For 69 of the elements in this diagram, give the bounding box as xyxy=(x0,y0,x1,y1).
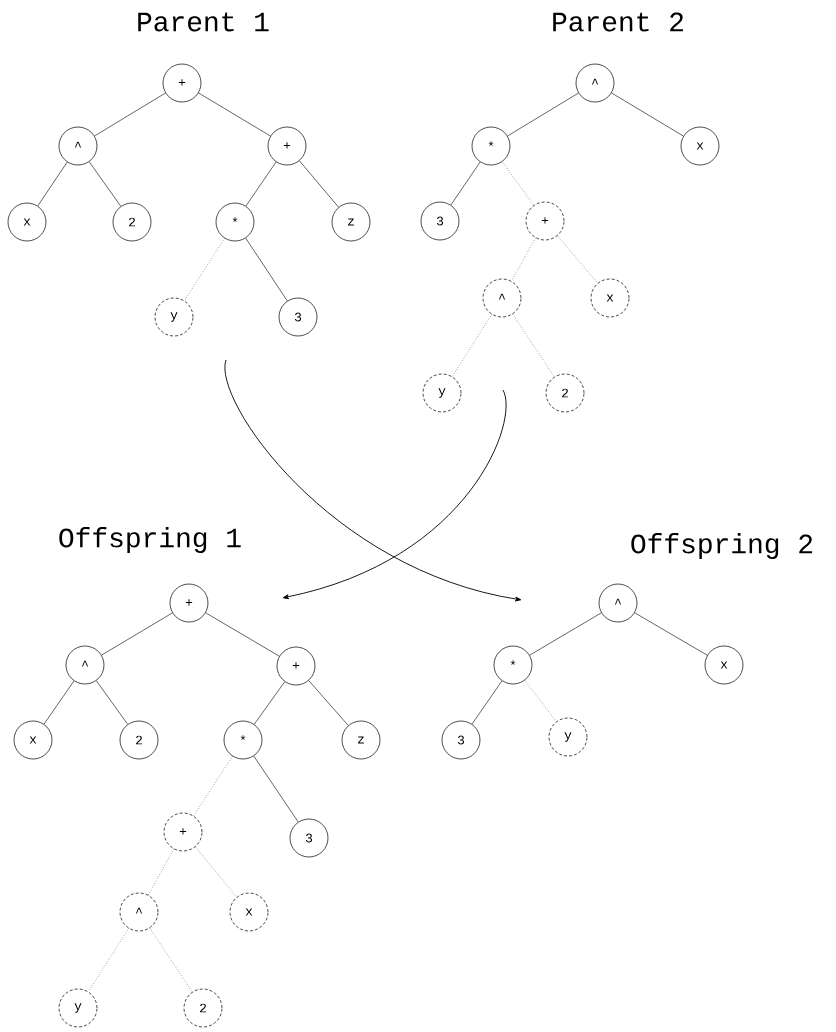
tree-title: Parent 2 xyxy=(553,12,683,32)
tree-branch xyxy=(557,235,598,284)
tree-node: x xyxy=(590,278,630,318)
tree-branch xyxy=(148,848,174,896)
tree-branch xyxy=(611,92,684,137)
tree-node: x xyxy=(704,645,744,685)
tree-branch xyxy=(205,612,280,657)
tree-node: + xyxy=(162,63,202,103)
tree-branch xyxy=(471,680,503,725)
curved-arrow xyxy=(224,359,522,602)
tree-node: + xyxy=(276,646,316,686)
tree-node: ^ xyxy=(598,583,638,623)
tree-title: Offspring 1 xyxy=(59,527,241,553)
tree-branch xyxy=(511,237,536,282)
tree-node: * xyxy=(471,126,511,166)
tree-node: ^ xyxy=(65,645,105,685)
tree-branch xyxy=(88,928,129,992)
tree-branch xyxy=(299,160,339,208)
tree-node: 2 xyxy=(119,720,159,760)
tree-node: z xyxy=(331,202,371,242)
tree-branch xyxy=(101,612,173,656)
tree-node: 2 xyxy=(183,988,223,1028)
tree-node: x xyxy=(229,892,269,932)
tree-branch xyxy=(245,161,277,207)
tree-branch xyxy=(88,161,122,207)
tree-branch xyxy=(37,161,68,207)
tree-node: 2 xyxy=(545,373,585,413)
tree-node: y xyxy=(422,373,462,413)
tree-branch xyxy=(198,92,271,137)
tree-node: x xyxy=(680,126,720,166)
tree-branch xyxy=(245,237,288,302)
curved-arrow xyxy=(282,389,507,600)
tree-branch xyxy=(253,681,286,725)
tree-branch xyxy=(253,755,299,823)
tree-branch xyxy=(634,612,708,656)
tree-node: + xyxy=(169,583,209,623)
tree-title: Offspring 2 xyxy=(631,533,813,559)
tree-node: * xyxy=(223,720,263,760)
tree-node: ^ xyxy=(119,892,159,932)
tree-branch xyxy=(450,161,481,206)
tree-node: + xyxy=(163,812,203,852)
tree-node: 3 xyxy=(289,818,329,858)
tree-node: 3 xyxy=(420,201,460,241)
tree-title: Parent 1 xyxy=(138,12,269,32)
tree-branch xyxy=(184,238,225,302)
tree-node: x xyxy=(7,202,47,242)
tree-branch xyxy=(507,92,579,137)
tree-node: ^ xyxy=(575,63,615,103)
tree-node: ^ xyxy=(482,278,522,318)
tree-branch xyxy=(308,680,349,726)
tree-node: * xyxy=(215,202,255,242)
tree-branch xyxy=(529,612,602,656)
tree-node: y xyxy=(58,988,98,1028)
tree-node: x xyxy=(13,720,53,760)
tree-node: + xyxy=(267,126,307,166)
tree-node: 3 xyxy=(441,720,481,760)
tree-branch xyxy=(96,680,128,725)
tree-branch xyxy=(193,755,233,817)
tree-branch xyxy=(94,92,166,137)
tree-node: z xyxy=(341,720,381,760)
tree-node: + xyxy=(525,201,565,241)
tree-node: y xyxy=(548,717,588,757)
tree-node: y xyxy=(154,297,194,337)
tree-branch xyxy=(452,314,492,377)
tree-node: * xyxy=(493,645,533,685)
tree-node: ^ xyxy=(58,126,98,166)
tree-branch xyxy=(43,680,75,725)
tree-node: 3 xyxy=(278,297,318,337)
tree-node: 2 xyxy=(112,202,152,242)
